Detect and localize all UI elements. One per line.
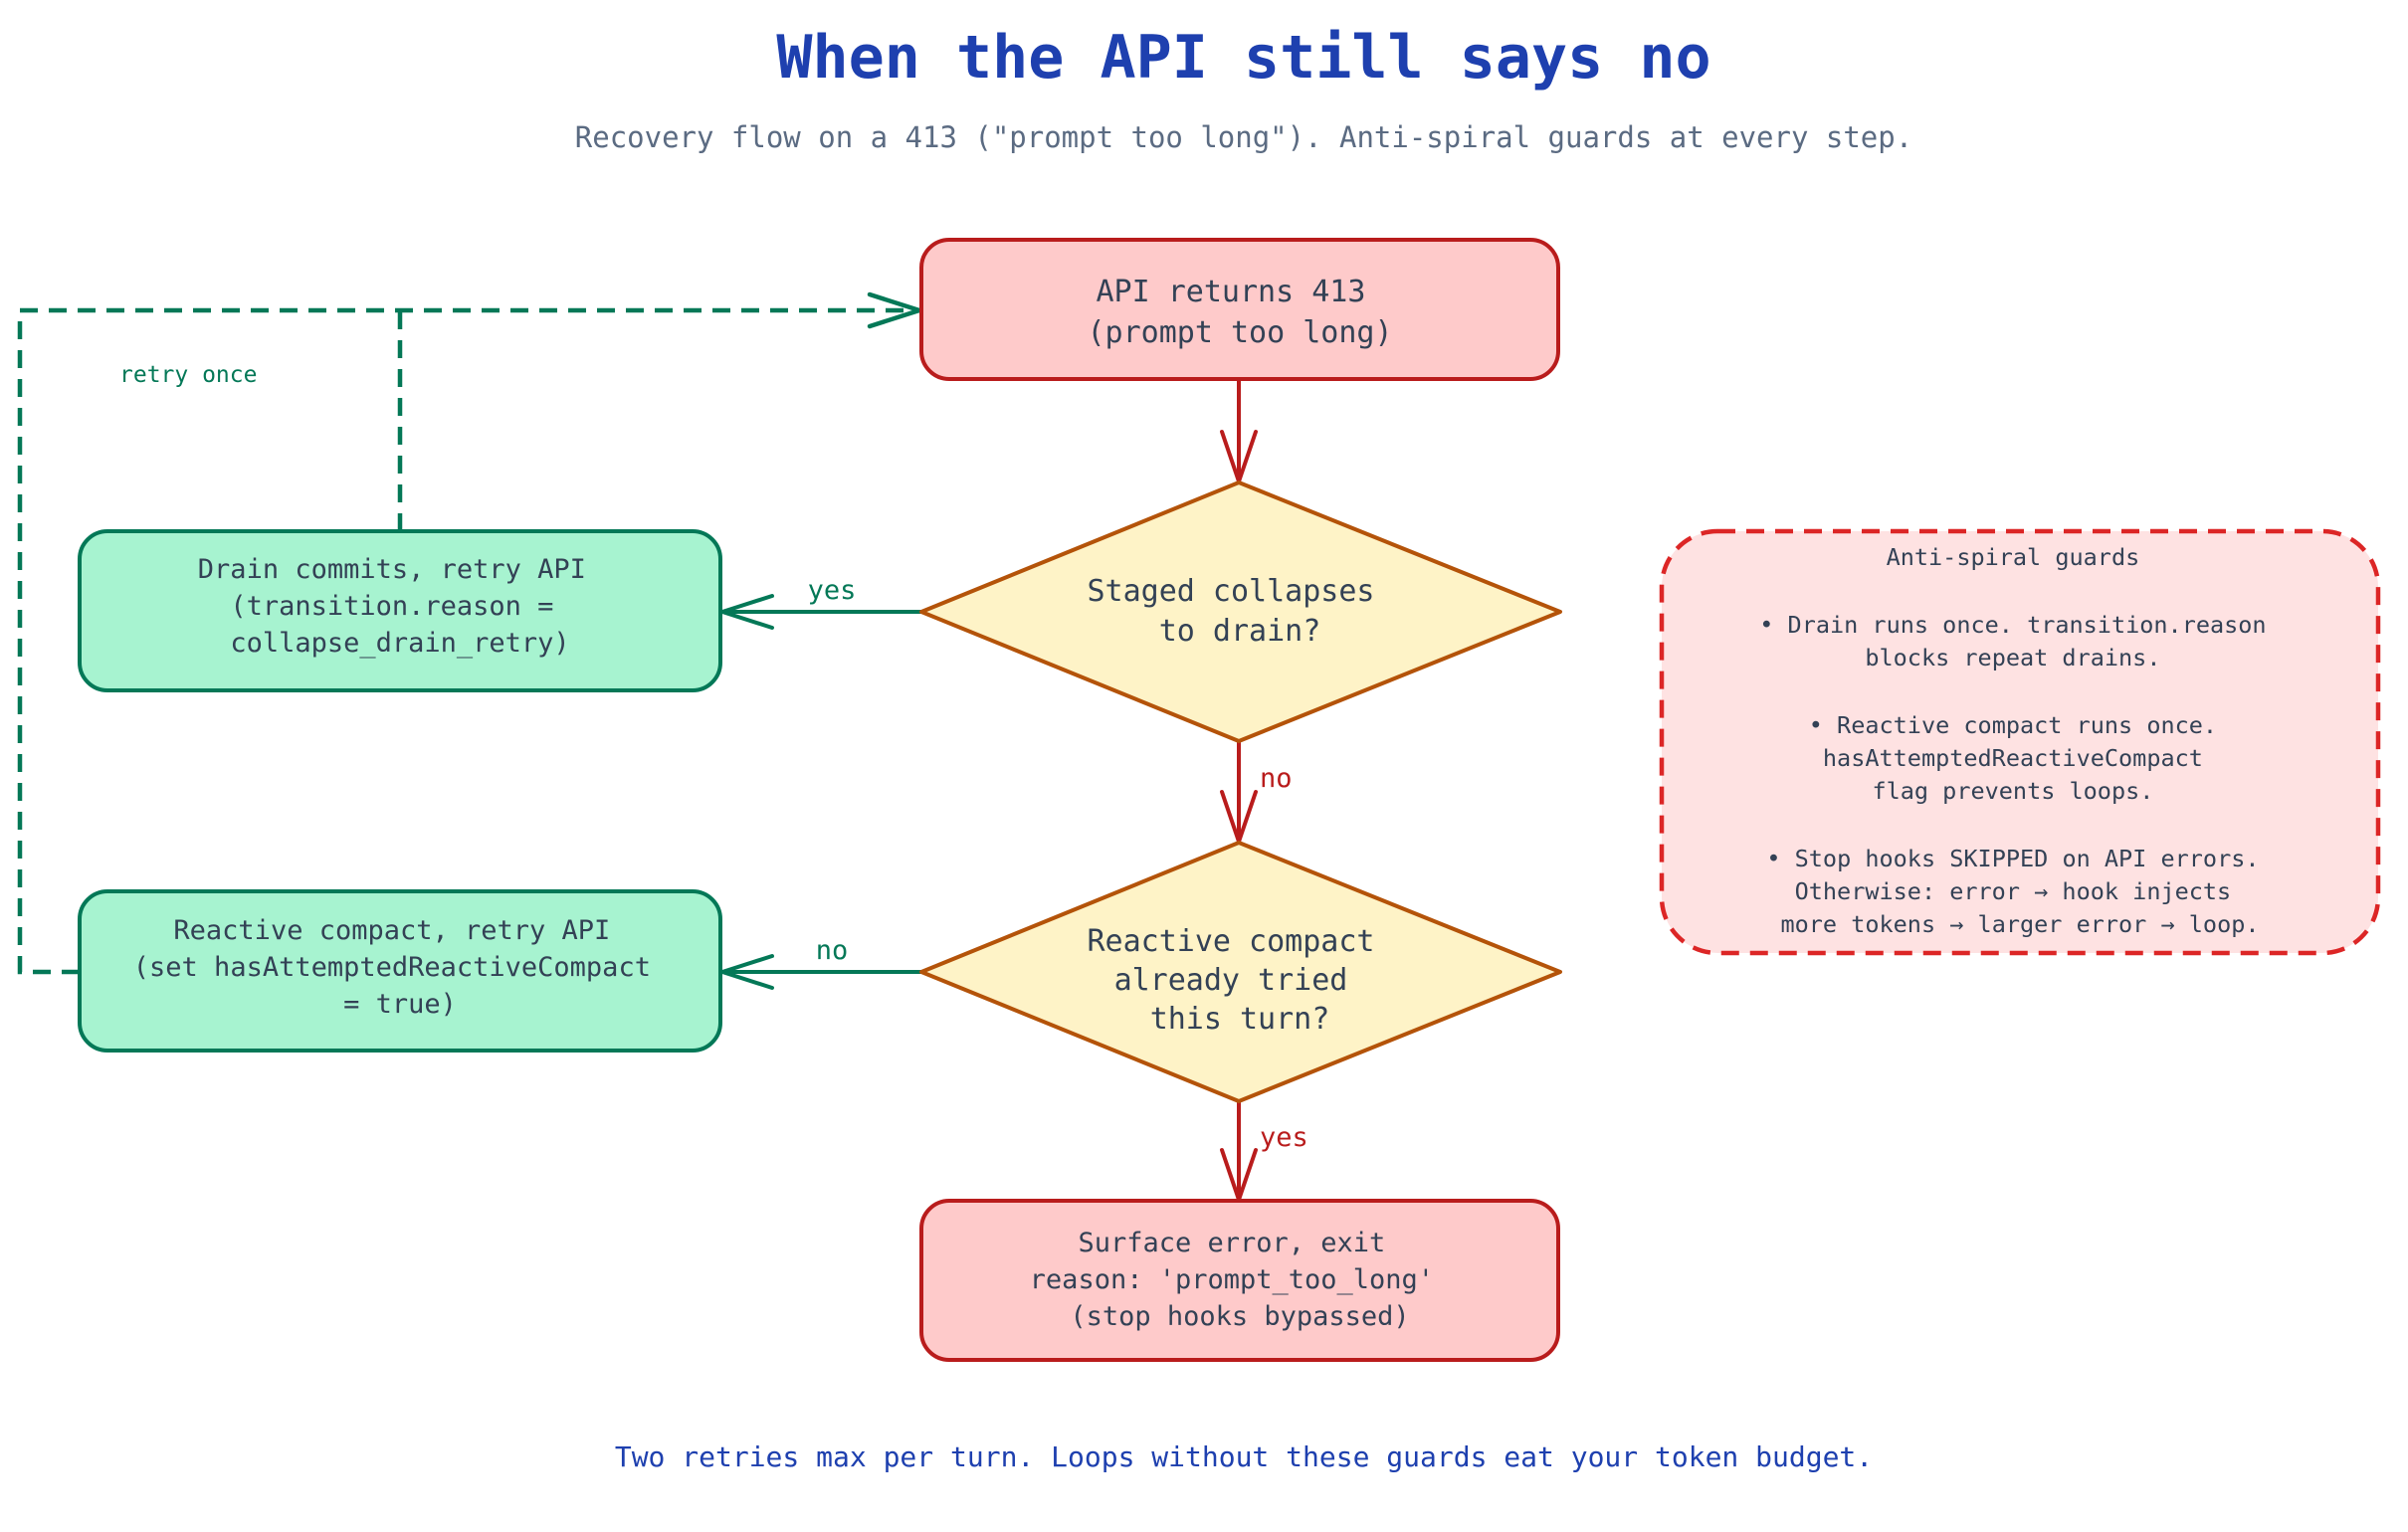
edge-api-to-staged — [1220, 380, 1258, 483]
edge-label-yes: yes — [1260, 1122, 1308, 1153]
node-reactive-compact-decision: Reactive compact already tried this turn… — [919, 841, 1562, 1103]
guards-title: Anti-spiral guards — [1887, 543, 2140, 571]
node-line: (set hasAttemptedReactiveCompact — [133, 952, 651, 983]
svg-text:Drain commits, retry API: Drain commits, retry API (transition.rea… — [198, 554, 602, 659]
node-drain-commits-retry: Drain commits, retry API (transition.rea… — [78, 529, 722, 692]
node-line: Staged collapses — [1087, 574, 1374, 609]
edge-label-no: no — [1260, 763, 1293, 794]
guard-line: • Reactive compact runs once. — [1809, 711, 2217, 739]
guard-line: more tokens → larger error → loop. — [1780, 910, 2259, 938]
node-line: already tried — [1114, 963, 1348, 998]
edge-label-no: no — [816, 935, 849, 966]
anti-spiral-guards-note: Anti-spiral guards • Drain runs once. tr… — [1659, 528, 2381, 956]
edge-label-retry-once: retry once — [119, 362, 257, 388]
edge-label-yes: yes — [808, 575, 857, 606]
node-line: Surface error, exit — [1078, 1228, 1385, 1258]
node-staged-collapses-decision: Staged collapses to drain? — [919, 480, 1562, 743]
edge-reactive-yes — [1220, 1100, 1258, 1202]
node-line: API returns 413 — [1097, 275, 1366, 309]
guard-line: Otherwise: error → hook injects — [1795, 877, 2232, 905]
node-api-returns-413: API returns 413 (prompt too long) — [919, 238, 1560, 381]
node-line: to drain? — [1159, 614, 1321, 649]
node-line: (prompt too long) — [1087, 315, 1392, 350]
guard-line: • Stop hooks SKIPPED on API errors. — [1766, 845, 2259, 872]
node-reactive-compact-retry: Reactive compact, retry API (set hasAtte… — [78, 889, 722, 1053]
node-line: this turn? — [1150, 1002, 1330, 1037]
edge-staged-no — [1220, 740, 1258, 844]
page-subtitle: Recovery flow on a 413 ("prompt too long… — [575, 120, 1912, 154]
svg-text:Staged collapses to drai: Staged collapses to drain? — [1087, 574, 1392, 649]
node-line: Reactive compact, retry API — [173, 915, 610, 946]
node-line: = true) — [343, 989, 457, 1020]
node-line: Drain commits, retry API — [198, 554, 586, 585]
node-line: reason: 'prompt_too_long' — [1030, 1264, 1434, 1295]
svg-text:Reactive compact, retry API: Reactive compact, retry API (set hasAtte… — [133, 915, 667, 1020]
guard-line: hasAttemptedReactiveCompact — [1823, 744, 2203, 772]
guard-line: flag prevents loops. — [1872, 777, 2153, 805]
svg-text:Anti-spiral guards • Dra: Anti-spiral guards • Drain runs once. tr… — [1759, 543, 2281, 938]
svg-text:API returns 413 (prompt: API returns 413 (prompt too long) — [1087, 275, 1392, 350]
svg-text:Reactive compact already: Reactive compact already tried this turn… — [1087, 924, 1392, 1037]
svg-text:Surface error, exit reas: Surface error, exit reason: 'prompt_too_… — [1030, 1228, 1451, 1332]
node-line: (stop hooks bypassed) — [1070, 1301, 1409, 1332]
node-line: (transition.reason = — [230, 591, 553, 622]
node-line: Reactive compact — [1087, 924, 1374, 959]
node-surface-error-exit: Surface error, exit reason: 'prompt_too_… — [919, 1199, 1560, 1362]
footer-note: Two retries max per turn. Loops without … — [615, 1440, 1873, 1473]
node-line: collapse_drain_retry) — [230, 628, 569, 659]
page-title: When the API still says no — [776, 23, 1710, 93]
guard-line: blocks repeat drains. — [1865, 644, 2160, 671]
guard-line: • Drain runs once. transition.reason — [1759, 611, 2266, 639]
